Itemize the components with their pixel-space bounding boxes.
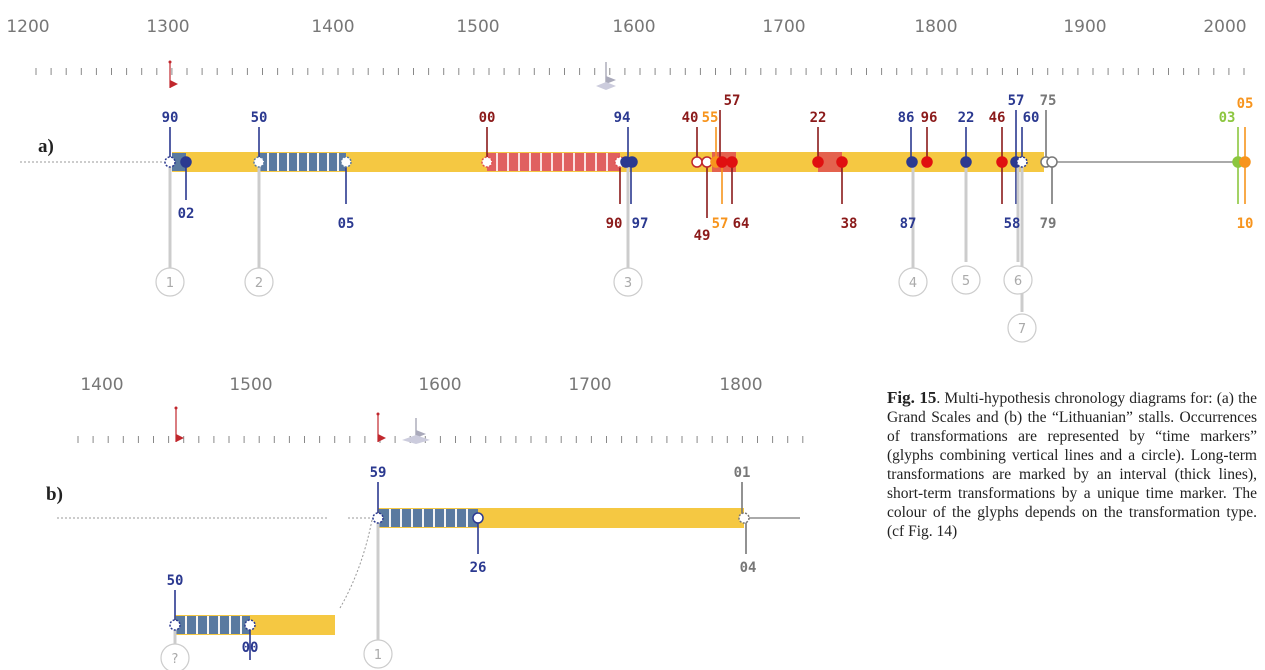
tick-label: 1600 [612, 17, 655, 37]
slider-handle-icon[interactable] [596, 62, 616, 90]
marker-label: 00 [479, 110, 496, 126]
marker-label: 87 [900, 216, 917, 232]
time-marker[interactable] [340, 156, 352, 168]
flag-icon [174, 406, 184, 442]
caption-text: . Multi-hypothesis chronology diagrams f… [887, 390, 1257, 540]
hypothesis-circle-label: 6 [1014, 274, 1022, 289]
time-marker[interactable] [1046, 156, 1058, 168]
tick-label: 1700 [568, 375, 611, 395]
marker-label: 86 [898, 110, 915, 126]
marker-label: 90 [606, 216, 623, 232]
time-ruler[interactable] [35, 68, 1245, 75]
marker-label: 40 [682, 110, 699, 126]
hypothesis-circle-label: 1 [374, 648, 382, 663]
marker-label: 05 [338, 216, 355, 232]
time-marker[interactable] [1016, 156, 1028, 168]
time-marker[interactable] [180, 156, 192, 168]
time-marker[interactable] [960, 156, 972, 168]
hypothesis-circle-label: 3 [624, 276, 632, 291]
time-marker[interactable] [836, 156, 848, 168]
marker-label: 00 [242, 640, 259, 656]
hypothesis-circle-label: 7 [1018, 322, 1026, 337]
hypothesis-circle-label: 1 [166, 276, 174, 291]
time-marker[interactable] [716, 156, 728, 168]
tick-label: 1700 [762, 17, 805, 37]
panel-b: 1400 1500 1600 1700 1800 b) [46, 375, 804, 670]
tick-label: 1500 [229, 375, 272, 395]
marker-label: 22 [958, 110, 975, 126]
marker-label: 57 [1008, 93, 1025, 109]
tick-label: 1400 [80, 375, 123, 395]
tick-label: 1900 [1063, 17, 1106, 37]
marker-label: 96 [921, 110, 938, 126]
time-marker[interactable] [626, 156, 638, 168]
time-marker[interactable] [906, 156, 918, 168]
marker-label: 57 [712, 216, 729, 232]
marker-label: 94 [614, 110, 631, 126]
time-marker[interactable] [921, 156, 933, 168]
time-marker[interactable] [244, 619, 256, 631]
time-marker[interactable] [996, 156, 1008, 168]
tick-label: 1600 [418, 375, 461, 395]
time-marker[interactable] [472, 512, 484, 524]
marker-label: 03 [1219, 110, 1236, 126]
marker-label: 50 [251, 110, 268, 126]
marker-label: 04 [740, 560, 757, 576]
panel-a: 1200 1300 1400 1500 1600 1700 1800 1900 … [6, 17, 1254, 343]
time-marker[interactable] [481, 156, 493, 168]
tick-label: 1500 [456, 17, 499, 37]
marker-label: 49 [694, 228, 711, 244]
hypothesis-circle-label: 2 [255, 276, 263, 291]
hypothesis-circle-label: ? [172, 652, 179, 667]
marker-label: 60 [1023, 110, 1040, 126]
marker-label: 64 [733, 216, 750, 232]
time-marker[interactable] [738, 512, 750, 524]
marker-label: 10 [1237, 216, 1254, 232]
marker-label: 38 [841, 216, 858, 232]
slider-handle-icon[interactable] [402, 418, 430, 444]
panel-label: b) [46, 484, 63, 505]
marker-label: 22 [810, 110, 827, 126]
tick-label: 1200 [6, 17, 49, 37]
time-marker[interactable] [253, 156, 265, 168]
flag-icon [376, 412, 386, 442]
marker-label: 26 [470, 560, 487, 576]
marker-label: 55 [702, 110, 719, 126]
tick-label: 1400 [311, 17, 354, 37]
caption-fig-number: Fig. 15 [887, 388, 937, 407]
marker-label: 97 [632, 216, 649, 232]
marker-label: 05 [1237, 96, 1254, 112]
tick-label: 1800 [719, 375, 762, 395]
time-marker[interactable] [1239, 156, 1251, 168]
tick-label: 2000 [1203, 17, 1246, 37]
marker-label: 75 [1040, 93, 1057, 109]
time-marker[interactable] [691, 156, 703, 168]
time-marker[interactable] [812, 156, 824, 168]
tick-label: 1300 [146, 17, 189, 37]
marker-label: 59 [370, 465, 387, 481]
hypothesis-circle-label: 4 [909, 276, 917, 291]
marker-label: 46 [989, 110, 1006, 126]
marker-label: 02 [178, 206, 195, 222]
time-marker[interactable] [726, 156, 738, 168]
marker-label: 58 [1004, 216, 1021, 232]
time-ruler[interactable] [77, 436, 804, 443]
tick-label: 1800 [914, 17, 957, 37]
figure-caption: Fig. 15. Multi-hypothesis chronology dia… [887, 388, 1257, 670]
marker-label: 50 [167, 573, 184, 589]
hypothesis-circle-label: 5 [962, 274, 970, 289]
panel-label: a) [38, 136, 54, 157]
marker-label: 57 [724, 93, 741, 109]
marker-label: 01 [734, 465, 751, 481]
time-marker[interactable] [169, 619, 181, 631]
marker-label: 79 [1040, 216, 1057, 232]
flag-icon [168, 60, 178, 88]
time-marker[interactable] [372, 512, 384, 524]
time-marker[interactable] [164, 156, 176, 168]
marker-label: 90 [162, 110, 179, 126]
